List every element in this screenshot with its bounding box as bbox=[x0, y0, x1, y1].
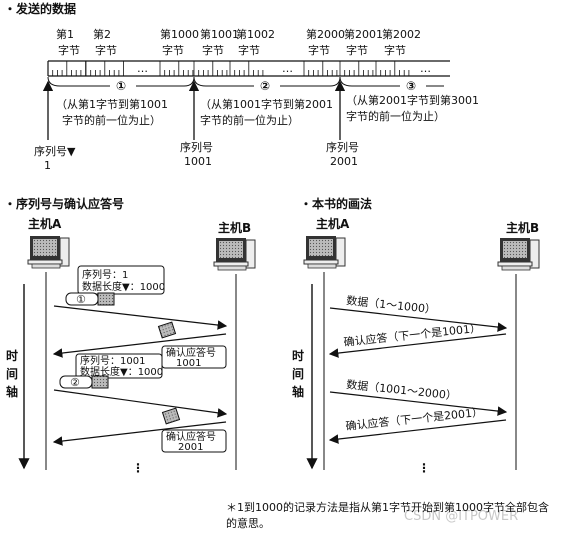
byte-label-bottom-3: 字节 bbox=[162, 43, 184, 57]
byte-label-top-4: 第1001 bbox=[200, 27, 239, 41]
segment-1-desc-line1: （从第1字节到第1001 bbox=[56, 97, 168, 111]
packet-1-length: 数据长度▼：1000 bbox=[82, 280, 165, 293]
seq-label-2: 序列号 bbox=[180, 140, 213, 154]
left-host-b-computer-icon bbox=[213, 237, 256, 271]
section-title-sent-data: ・发送的数据 bbox=[4, 1, 76, 16]
ellipsis-3: … bbox=[420, 62, 431, 75]
segment-2-desc-line2: 字节的前一位为止） bbox=[200, 113, 299, 127]
packet-2-seq: 序列号：1001 bbox=[80, 354, 145, 367]
right-host-a-label: 主机A bbox=[316, 216, 350, 231]
right-msg-data-2: 数据（1001～2000） bbox=[346, 377, 458, 403]
packet-2-data-block bbox=[91, 375, 109, 389]
ack-1-arrow bbox=[52, 333, 227, 358]
packet-1-arrow bbox=[53, 305, 228, 330]
byte-label-bottom-7: 字节 bbox=[346, 43, 368, 57]
section-title-book-notation: ・本书的画法 bbox=[300, 196, 372, 211]
byte-label-bottom-4: 字节 bbox=[202, 43, 224, 57]
ellipsis-1: … bbox=[137, 62, 148, 75]
byte-label-bottom-6: 字节 bbox=[308, 43, 330, 57]
left-time-axis-char-3: 轴 bbox=[6, 384, 18, 399]
byte-label-top-8: 第2002 bbox=[382, 27, 421, 41]
byte-label-top-2: 第2 bbox=[93, 27, 111, 41]
right-continuation-dots: ⋮ bbox=[418, 461, 430, 475]
left-continuation-dots: ⋮ bbox=[132, 461, 144, 475]
byte-label-bottom-1: 字节 bbox=[58, 43, 80, 57]
byte-label-bottom-5: 字节 bbox=[238, 43, 260, 57]
seq-value-1: 1 bbox=[44, 159, 51, 172]
byte-label-top-6: 第2000 bbox=[306, 27, 345, 41]
byte-label-bottom-8: 字节 bbox=[384, 43, 406, 57]
right-time-axis-char-2: 间 bbox=[292, 366, 304, 381]
ellipsis-2: … bbox=[282, 62, 293, 75]
byte-label-top-1: 第1 bbox=[56, 27, 74, 41]
packet-1-info-box bbox=[77, 265, 165, 295]
right-msg-data-1: 数据（1～1000） bbox=[346, 293, 437, 316]
segment-brackets bbox=[47, 76, 444, 87]
packet-1-data-block bbox=[97, 292, 115, 306]
packet-1-seq: 序列号：1 bbox=[82, 268, 128, 281]
right-ack-2-arrow bbox=[328, 419, 507, 444]
ack-2-info-box bbox=[161, 429, 227, 453]
segment-3-desc-line1: （从第2001字节到第3001 bbox=[346, 93, 479, 107]
ack-1-label: 确认应答号 bbox=[166, 346, 216, 359]
right-host-b-label: 主机B bbox=[506, 220, 539, 235]
right-ack-1-arrow bbox=[328, 333, 507, 358]
seq-value-2: 1001 bbox=[184, 155, 212, 168]
right-data-2-arrow bbox=[329, 391, 508, 416]
left-host-b-label: 主机B bbox=[218, 220, 251, 235]
ack-2-arrow bbox=[52, 421, 227, 446]
packet-2-arrow bbox=[53, 389, 228, 418]
left-host-a-label: 主机A bbox=[28, 216, 62, 231]
byte-label-top-5: 第1002 bbox=[236, 27, 275, 41]
ack-1-value: 1001 bbox=[176, 358, 201, 369]
right-time-axis-char-3: 轴 bbox=[292, 384, 304, 399]
seq-label-3: 序列号 bbox=[326, 140, 359, 154]
section-title-seq-ack: ・序列号与确认应答号 bbox=[4, 196, 124, 211]
seq-value-3: 2001 bbox=[330, 155, 358, 168]
sequence-arrows bbox=[42, 80, 346, 140]
byte-labels: 第1字节第2字节第1000字节第1001字节第1002字节第2000字节第200… bbox=[56, 27, 421, 57]
segment-2-number: ② bbox=[260, 79, 270, 93]
right-data-1-arrow bbox=[329, 307, 508, 332]
byte-label-top-3: 第1000 bbox=[160, 27, 199, 41]
ack-2-value: 2001 bbox=[178, 442, 203, 453]
left-time-axis-char-1: 时 bbox=[6, 348, 18, 363]
left-time-axis-char-2: 间 bbox=[6, 366, 18, 381]
watermark: CSDN @ITPOWER bbox=[404, 509, 518, 524]
byte-label-bottom-2: 字节 bbox=[95, 43, 117, 57]
segment-3-number: ③ bbox=[406, 79, 416, 93]
left-host-a-computer-icon bbox=[27, 235, 70, 269]
ack-2-data-block bbox=[161, 407, 181, 425]
seq-label-1: 序列号▼ bbox=[34, 144, 76, 158]
right-host-b-computer-icon bbox=[497, 237, 540, 271]
packet-2-number: ② bbox=[70, 376, 80, 389]
segment-1-number: ① bbox=[116, 79, 126, 93]
ack-1-data-block bbox=[157, 321, 177, 339]
ack-2-label: 确认应答号 bbox=[166, 430, 216, 443]
packet-2-info-box bbox=[75, 353, 163, 379]
segment-3-desc-line2: 字节的前一位为止） bbox=[346, 109, 445, 123]
byte-label-top-7: 第2001 bbox=[344, 27, 383, 41]
right-msg-ack-2: 确认应答（下一个是2001） bbox=[345, 405, 484, 433]
right-time-axis-char-1: 时 bbox=[292, 348, 304, 363]
footnote: ＊1到1000的记录方法是指从第1字节开始到第1000字节全部包含的意思。 bbox=[226, 501, 549, 530]
byte-stream-bar bbox=[47, 60, 450, 77]
packet-2-length: 数据长度▼：1000 bbox=[80, 365, 163, 378]
packet-1-number: ① bbox=[76, 293, 86, 306]
segment-2-desc-line1: （从第1001字节到第2001 bbox=[200, 97, 333, 111]
right-host-a-computer-icon bbox=[303, 235, 346, 269]
segment-1-desc-line2: 字节的前一位为止） bbox=[62, 113, 161, 127]
